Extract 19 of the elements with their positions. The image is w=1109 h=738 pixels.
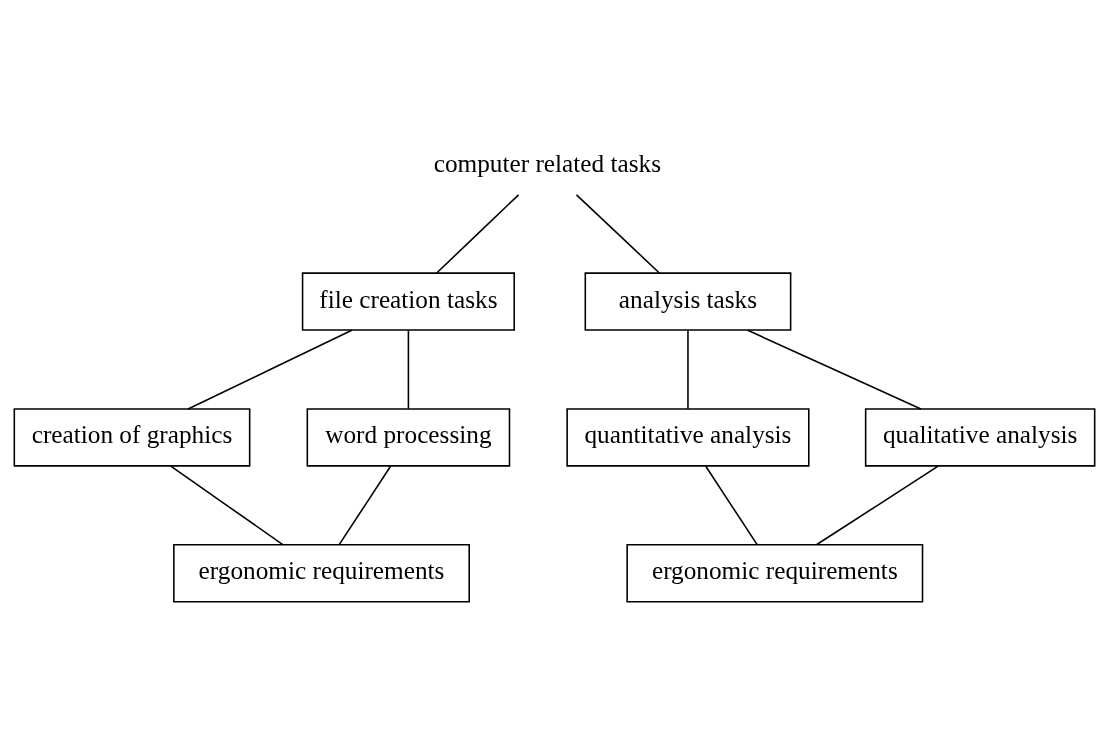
node-box: qualitative analysis <box>864 407 1096 467</box>
node-text: computer related tasks <box>433 148 662 177</box>
connector <box>187 329 353 410</box>
connector <box>705 465 758 545</box>
node-box: creation of graphics <box>13 407 251 467</box>
connector <box>747 329 922 410</box>
connector <box>338 465 392 545</box>
connector <box>435 193 520 274</box>
node-box: file creation tasks <box>301 271 515 331</box>
connector <box>575 193 661 274</box>
node-box: quantitative analysis <box>566 407 810 467</box>
node-box: ergonomic requirements <box>626 543 924 602</box>
connector <box>170 464 284 545</box>
node-box: word processing <box>306 407 511 467</box>
connector <box>407 329 410 410</box>
connector <box>816 464 939 545</box>
node-box: ergonomic requirements <box>173 543 470 602</box>
connector <box>687 329 689 410</box>
node-box: analysis tasks <box>584 271 792 331</box>
